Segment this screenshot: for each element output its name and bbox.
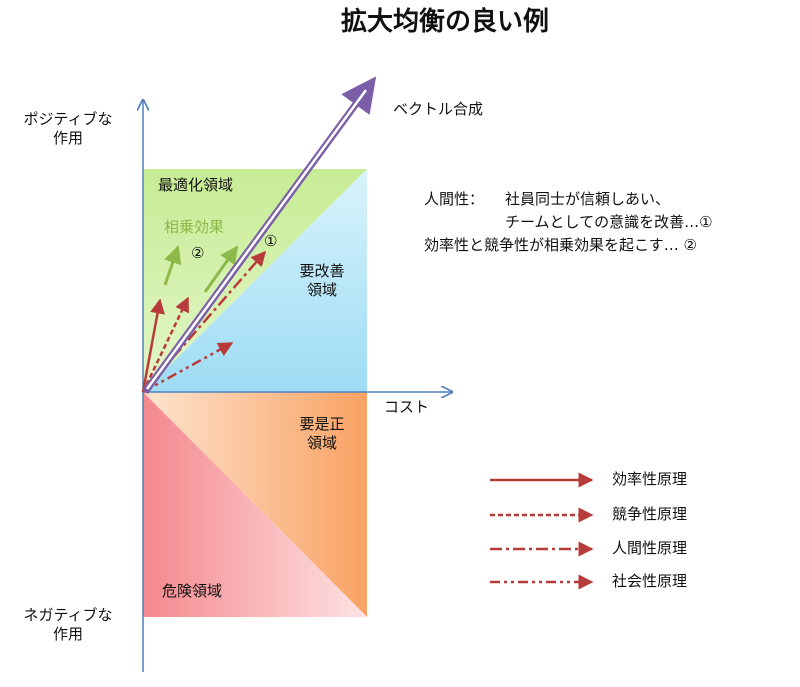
- arrow-synergy-left: [163, 245, 182, 286]
- zone-danger: [143, 392, 367, 617]
- zone-optimal-label: 最適化領域: [158, 176, 234, 194]
- zone-needs-improvement-label: 要改善 領域: [299, 262, 345, 299]
- marker-2-label: ②: [191, 244, 205, 262]
- diagram-title: 拡大均衡の良い例: [340, 7, 549, 37]
- zone-needs-correction-label: 要是正 領域: [299, 415, 345, 452]
- synergy-label: 相乗効果: [164, 218, 225, 236]
- arrow-synergy-right: [203, 245, 239, 293]
- legend-label-humanity: 人間性原理: [612, 539, 688, 557]
- zone-danger-label: 危険領域: [162, 582, 223, 600]
- vector-sum-label: ベクトル合成: [393, 100, 484, 118]
- zone-needs-improvement: [143, 169, 367, 392]
- note-efficiency-line: 効率性と競争性が相乗効果を起こす… ②: [424, 236, 697, 254]
- arrow-vector-sum-inner: [145, 89, 368, 390]
- legend-label-efficiency: 効率性原理: [612, 470, 688, 488]
- y-negative-label: ネガティブな 作用: [23, 606, 113, 643]
- arrow-social: [142, 341, 234, 394]
- arrow-efficiency: [141, 298, 165, 393]
- legend-label-social: 社会性原理: [612, 572, 688, 590]
- x-axis-label: コスト: [384, 398, 430, 416]
- arrow-competition: [141, 296, 190, 393]
- marker-1-label: ①: [264, 232, 278, 250]
- note-humanity-line1: 社員同士が信頼しあい、: [505, 190, 671, 208]
- y-positive-label: ポジティブな 作用: [23, 110, 113, 147]
- note-humanity-line2: チームとしての意識を改善…①: [505, 213, 713, 231]
- legend-label-competition: 競争性原理: [612, 505, 688, 523]
- note-humanity-label: 人間性：: [424, 190, 485, 208]
